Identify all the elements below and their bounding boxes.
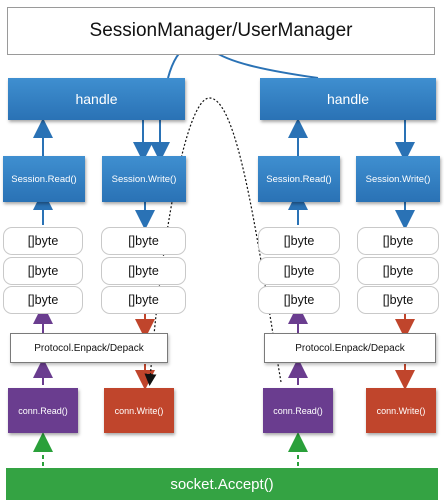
left-read-byte-2-label: []byte: [27, 264, 59, 278]
left-read-byte-3: []byte: [3, 286, 83, 314]
right-read-byte-3: []byte: [258, 286, 340, 314]
left-read-byte-2: []byte: [3, 257, 83, 285]
right-write-byte-2-label: []byte: [382, 264, 414, 278]
right-write-byte-1: []byte: [357, 227, 439, 255]
right-session-write-box: Session.Write(): [356, 156, 440, 202]
right-protocol-label: Protocol.Enpack/Depack: [295, 342, 405, 354]
left-read-byte-1-label: []byte: [27, 234, 59, 248]
left-session-read-box: Session.Read(): [3, 156, 85, 202]
right-write-byte-3: []byte: [357, 286, 439, 314]
session-manager-label: SessionManager/UserManager: [89, 20, 353, 41]
left-conn-write-box: conn.Write(): [104, 388, 174, 433]
left-protocol-box: Protocol.Enpack/Depack: [10, 333, 168, 363]
right-session-read-box: Session.Read(): [258, 156, 340, 202]
right-session-read-label: Session.Read(): [266, 173, 332, 185]
left-write-byte-3: []byte: [101, 286, 186, 314]
right-read-byte-2: []byte: [258, 257, 340, 285]
left-session-read-label: Session.Read(): [11, 173, 77, 185]
right-read-byte-2-label: []byte: [283, 264, 315, 278]
left-handle-label: handle: [75, 91, 118, 107]
right-handle-label: handle: [326, 91, 370, 107]
left-write-byte-1-label: []byte: [128, 234, 159, 248]
left-read-byte-1: []byte: [3, 227, 83, 255]
right-conn-write-box: conn.Write(): [366, 388, 436, 433]
left-write-byte-3-label: []byte: [128, 293, 159, 307]
right-write-byte-2: []byte: [357, 257, 439, 285]
right-conn-read-box: conn.Read(): [263, 388, 333, 433]
left-session-write-box: Session.Write(): [102, 156, 186, 202]
left-write-byte-2-label: []byte: [128, 264, 159, 278]
right-conn-write-label: conn.Write(): [376, 405, 426, 416]
left-conn-read-label: conn.Read(): [18, 405, 68, 416]
left-conn-read-box: conn.Read(): [8, 388, 78, 433]
right-write-byte-3-label: []byte: [382, 293, 414, 307]
right-protocol-box: Protocol.Enpack/Depack: [264, 333, 436, 363]
right-read-byte-1: []byte: [258, 227, 340, 255]
left-handle-box: handle: [8, 78, 185, 120]
right-handle-box: handle: [260, 78, 436, 120]
left-conn-write-label: conn.Write(): [114, 405, 164, 416]
left-session-write-label: Session.Write(): [111, 173, 177, 185]
right-read-byte-1-label: []byte: [283, 234, 315, 248]
right-read-byte-3-label: []byte: [283, 293, 315, 307]
socket-accept-box: socket.Accept(): [6, 468, 438, 500]
left-write-byte-1: []byte: [101, 227, 186, 255]
socket-accept-label: socket.Accept(): [170, 475, 274, 493]
left-read-byte-3-label: []byte: [27, 293, 59, 307]
right-write-byte-1-label: []byte: [382, 234, 414, 248]
right-session-write-label: Session.Write(): [365, 173, 431, 185]
left-protocol-label: Protocol.Enpack/Depack: [34, 342, 144, 354]
right-conn-read-label: conn.Read(): [273, 405, 323, 416]
left-write-byte-2: []byte: [101, 257, 186, 285]
session-manager-box: SessionManager/UserManager: [7, 7, 435, 55]
